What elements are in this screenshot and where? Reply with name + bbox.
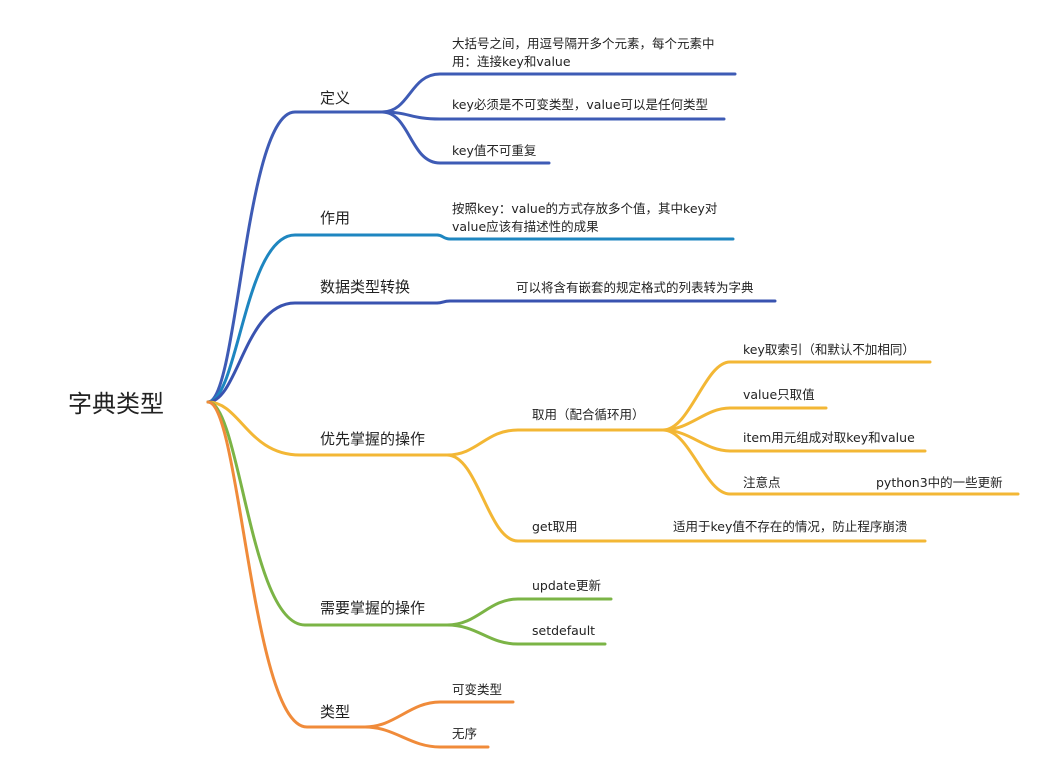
edge-must-fetch [445, 428, 665, 457]
node-purpose: 作用 [320, 209, 351, 227]
root-topic: 字典类型 [68, 390, 164, 418]
get-node: get取用 [532, 519, 578, 534]
edge-root-needed-ops [206, 400, 449, 627]
definition-item: key值不可重复 [452, 143, 537, 158]
edge-type-item-2 [363, 725, 490, 749]
needed-item: setdefault [532, 623, 596, 638]
edge-definition-item-3 [380, 110, 551, 165]
fetch-node: 取用（配合循环用） [532, 407, 645, 422]
node-type: 类型 [320, 703, 351, 721]
edge-needed-item-2 [445, 623, 607, 646]
purpose-item: 按照key：value的方式存放多个值，其中key对value应该有描述性的成果 [452, 201, 718, 234]
notes-child: python3中的一些更新 [876, 475, 1003, 490]
node-conversion: 数据类型转换 [320, 278, 411, 296]
edge-must-get [445, 453, 665, 543]
node-definition: 定义 [320, 89, 351, 107]
fetch-item: item用元组成对取key和value [743, 430, 915, 445]
edge-needed-item-1 [445, 597, 613, 627]
edge-purpose-item-1 [435, 233, 735, 241]
edge-fetch-item-1 [661, 360, 932, 432]
edge-definition-item-1 [380, 72, 737, 114]
notes-node: 注意点 [743, 475, 781, 490]
edge-root-conversion [206, 301, 439, 404]
fetch-item: key取索引（和默认不加相同） [743, 342, 915, 357]
definition-item: 大括号之间，用逗号隔开多个元素，每个元素中用：连接key和value [452, 36, 715, 69]
get-child: 适用于key值不存在的情况，防止程序崩溃 [673, 519, 908, 534]
edge-root-type [206, 400, 367, 729]
conversion-item: 可以将含有嵌套的规定格式的列表转为字典 [516, 280, 754, 295]
node-must-ops: 优先掌握的操作 [320, 430, 426, 448]
edge-root-must-ops [206, 400, 449, 457]
edge-conversion-item-1 [435, 299, 777, 305]
node-needed-ops: 需要掌握的操作 [320, 599, 426, 617]
needed-item: update更新 [532, 578, 602, 593]
definition-item: key必须是不可变类型，value可以是任何类型 [452, 97, 709, 112]
edge-root-definition [206, 110, 384, 404]
edge-fetch-notes [661, 428, 1020, 496]
edge-root-purpose [206, 233, 439, 404]
edge-type-item-1 [363, 700, 515, 729]
type-item: 可变类型 [452, 682, 503, 697]
fetch-item: value只取值 [743, 387, 815, 402]
type-item: 无序 [452, 726, 478, 741]
